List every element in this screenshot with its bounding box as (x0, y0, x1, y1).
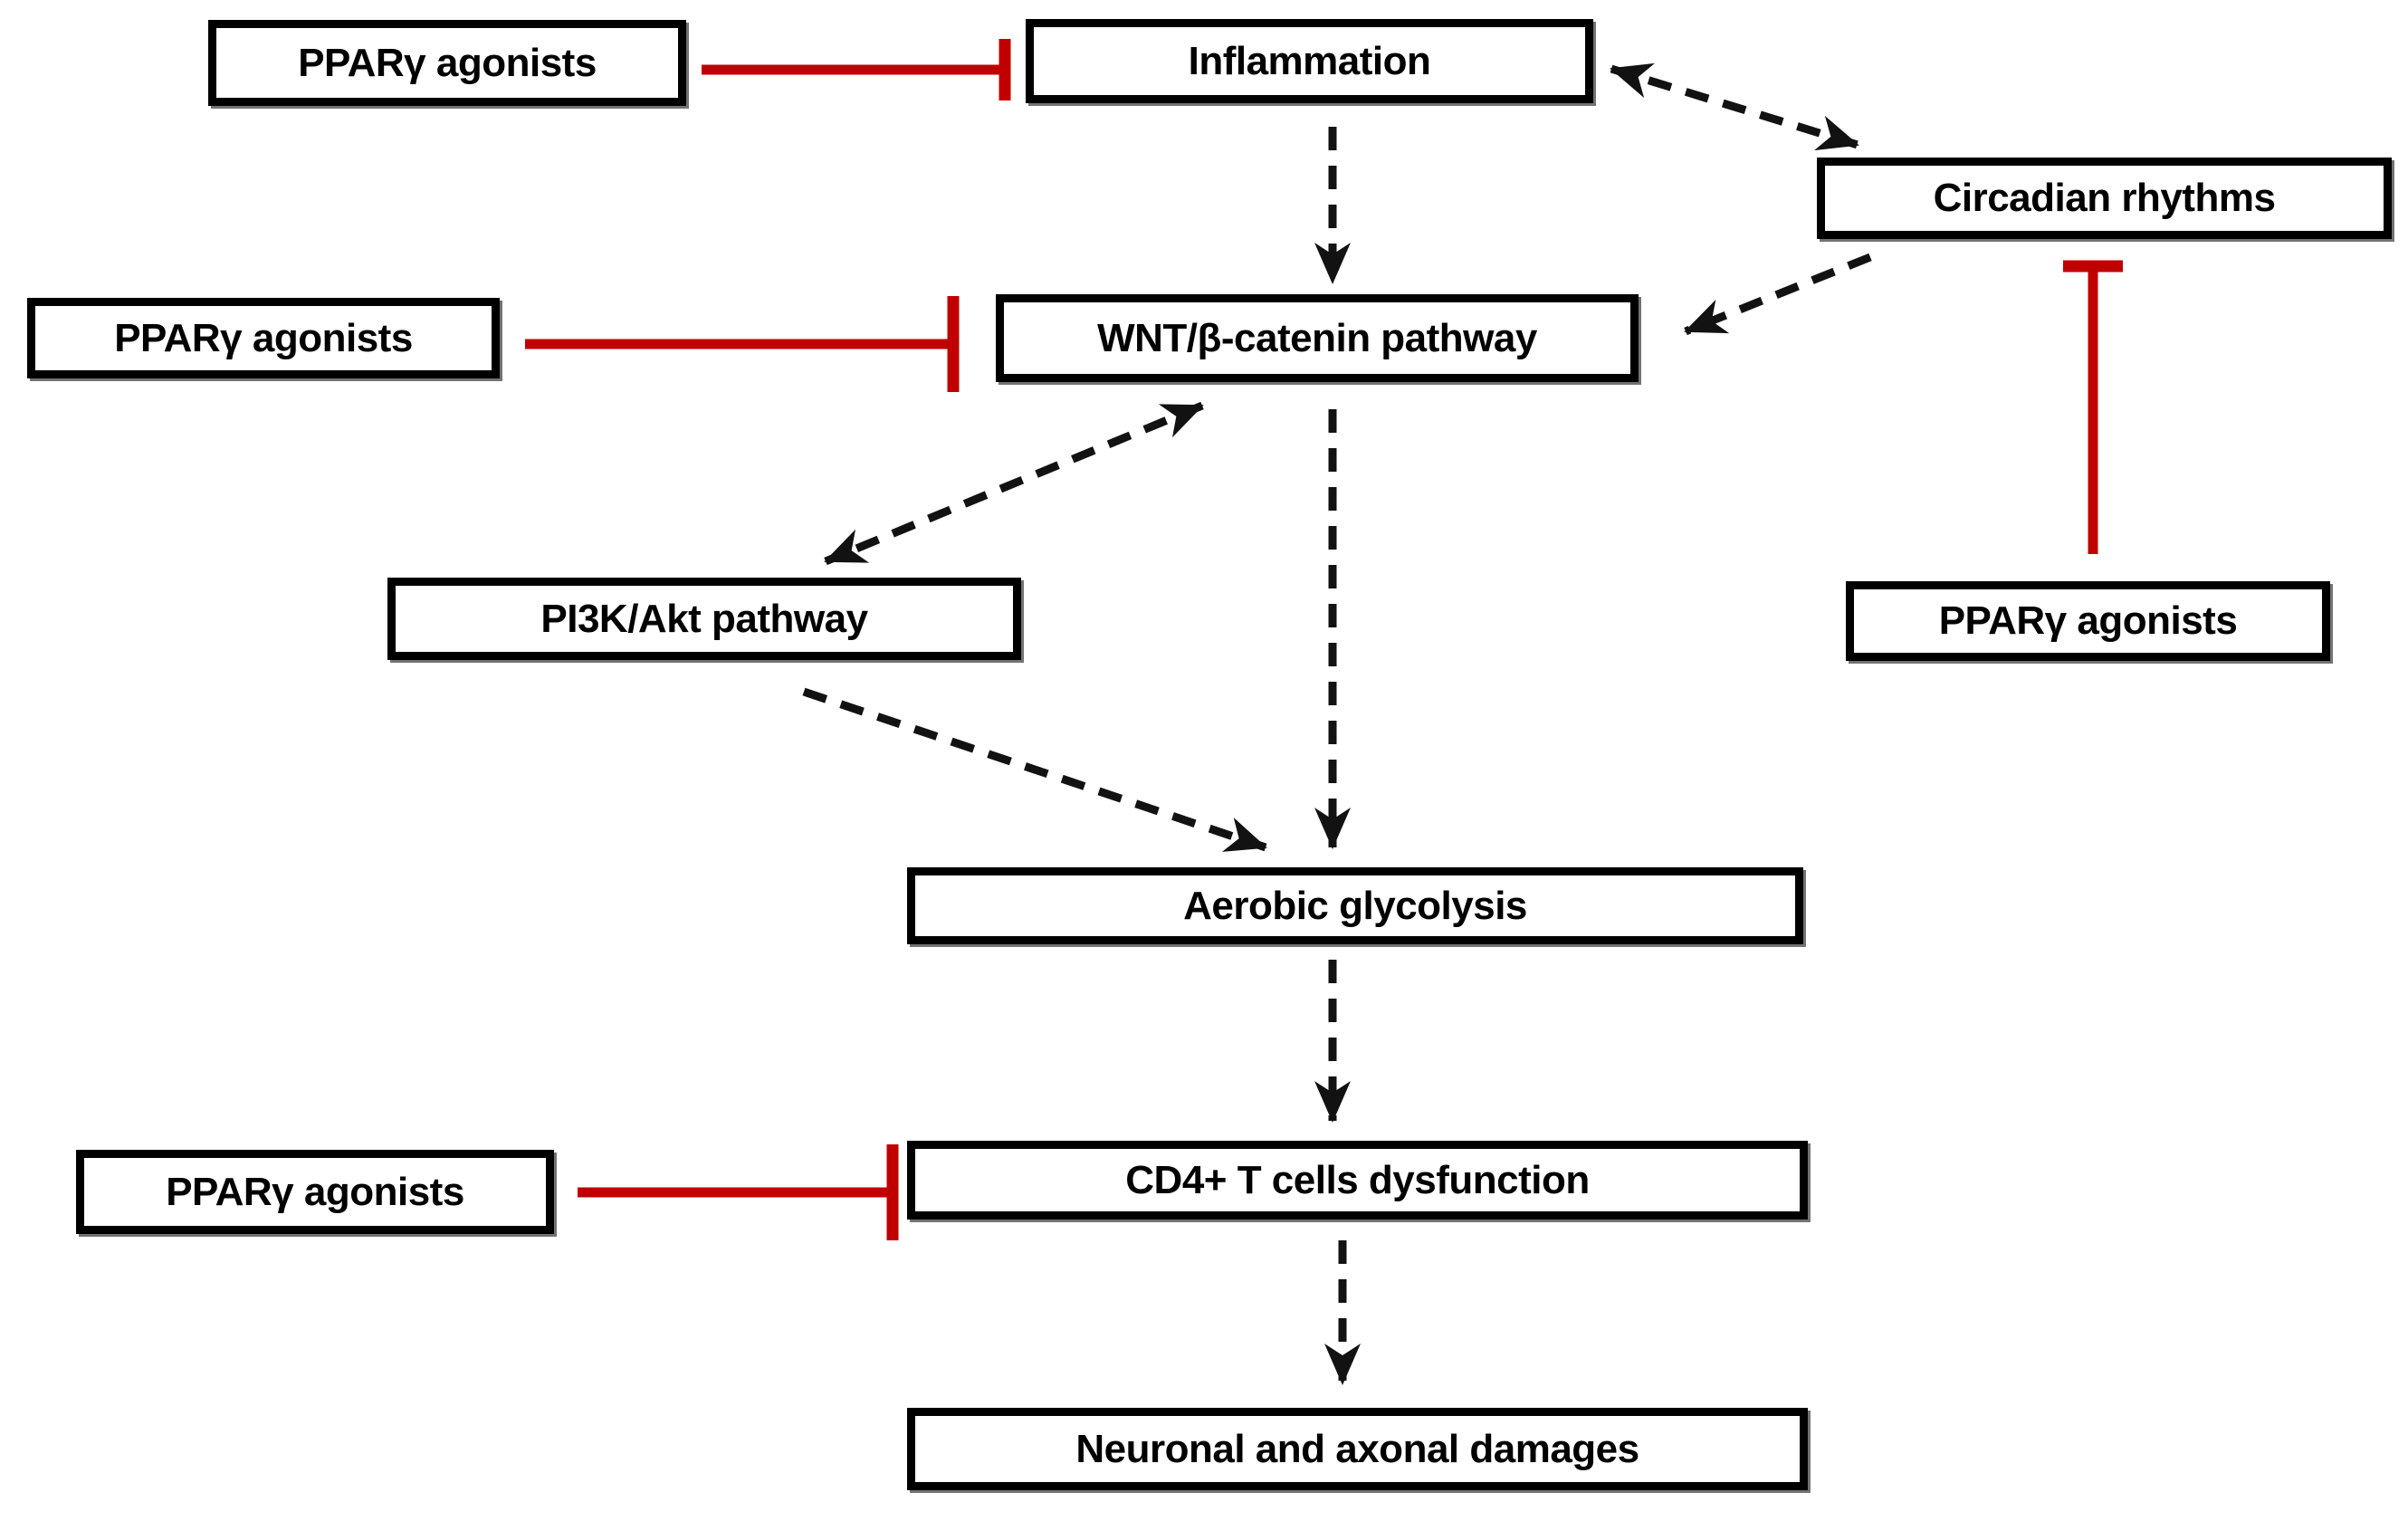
node-aerobic-glycolysis: Aerobic glycolysis (907, 867, 1803, 944)
edge-pi3k-to-aerobic (802, 687, 1267, 852)
node-ppar-agonists-mid-left: PPARγ agonists (27, 298, 500, 378)
edge-ppar-inhibits-wnt (525, 296, 960, 392)
node-label: PPARγ agonists (114, 315, 413, 360)
edge-ppar-inhibits-cd4 (578, 1144, 899, 1240)
node-label: PPARγ agonists (1938, 598, 2238, 643)
node-label: Circadian rhythms (1933, 176, 2276, 220)
node-label: Neuronal and axonal damages (1075, 1426, 1639, 1471)
node-ppar-agonists-right: PPARγ agonists (1846, 581, 2330, 661)
node-ppar-agonists-bottom: PPARγ agonists (76, 1150, 554, 1234)
edge-wnt-pi3k-double (824, 401, 1204, 566)
node-label: CD4+ T cells dysfunction (1125, 1157, 1590, 1202)
node-label: WNT/β-catenin pathway (1097, 315, 1537, 360)
node-ppar-agonists-top: PPARγ agonists (208, 20, 686, 106)
node-neuronal-damages: Neuronal and axonal damages (907, 1408, 1808, 1490)
node-label: Aerobic glycolysis (1183, 883, 1527, 928)
node-label: PPARγ agonists (166, 1169, 464, 1214)
node-label: PPARγ agonists (298, 40, 597, 85)
edge-ppar-inhibits-inflammation (702, 39, 1011, 100)
node-label: PI3K/Akt pathway (540, 596, 868, 641)
node-wnt-beta-catenin: WNT/β-catenin pathway (996, 294, 1639, 382)
edge-ppar-inhibits-circadian (2063, 260, 2123, 554)
node-cd4-t-cells: CD4+ T cells dysfunction (907, 1141, 1808, 1220)
node-label: Inflammation (1188, 38, 1431, 83)
node-inflammation: Inflammation (1026, 19, 1593, 103)
node-pi3k-akt: PI3K/Akt pathway (387, 578, 1021, 660)
edge-inflammation-circadian (1610, 62, 1859, 151)
node-circadian-rhythms: Circadian rhythms (1817, 158, 2392, 239)
edge-circadian-to-wnt (1684, 253, 1872, 336)
